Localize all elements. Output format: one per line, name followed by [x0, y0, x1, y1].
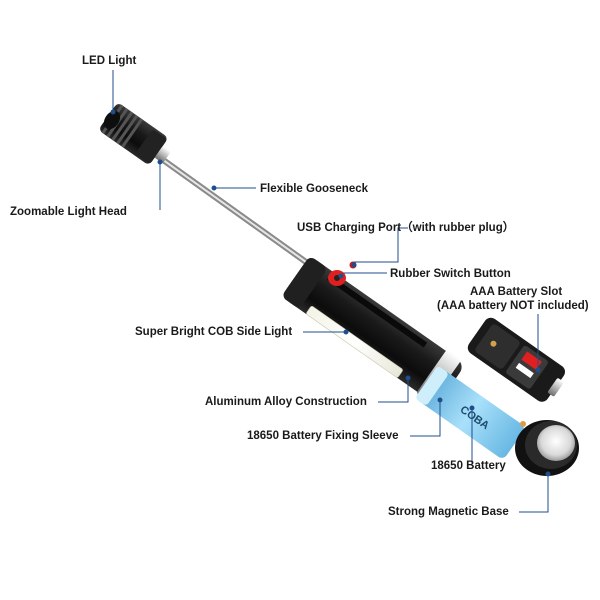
label-aaa-note: (AAA battery NOT included) — [437, 300, 589, 312]
leader-lines — [110, 70, 551, 513]
led-lens — [103, 110, 121, 130]
label-alloy: Aluminum Alloy Construction — [205, 396, 367, 408]
label-zoomable-head: Zoomable Light Head — [10, 206, 127, 218]
switch-center — [334, 275, 340, 281]
label-usb-port: USB Charging Port（with rubber plug） — [297, 221, 514, 235]
label-aaa-slot: AAA Battery Slot — [470, 286, 563, 298]
aaa-battery-slot — [467, 317, 566, 402]
label-battery-18650: 18650 Battery — [431, 460, 506, 472]
label-magnetic-base: Strong Magnetic Base — [388, 506, 509, 518]
cob-side-light — [306, 306, 403, 378]
label-led-light: LED Light — [82, 55, 137, 67]
label-usb-port-note: （with rubber plug） — [401, 222, 515, 234]
label-sleeve: 18650 Battery Fixing Sleeve — [247, 430, 399, 442]
label-gooseneck: Flexible Gooseneck — [260, 183, 369, 195]
label-usb-port-title: USB Charging Port — [297, 222, 402, 234]
label-switch: Rubber Switch Button — [390, 268, 511, 280]
label-cob-light: Super Bright COB Side Light — [135, 326, 293, 338]
gooseneck — [149, 149, 309, 265]
magnetic-base — [515, 420, 579, 476]
